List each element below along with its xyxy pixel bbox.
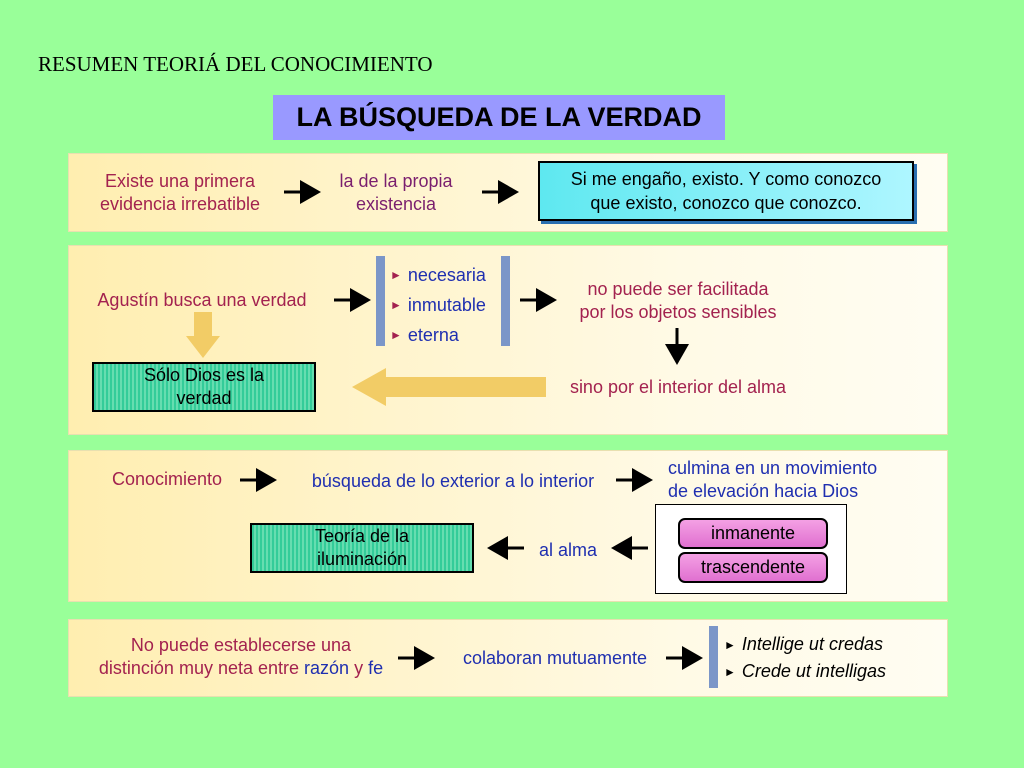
arrow-right (520, 288, 557, 312)
solo-dios-box: Sólo Dios es la verdad (92, 362, 316, 412)
verdad-attributes-list: ►necesaria ►inmutable ►eterna (390, 260, 505, 350)
pointer-icon: ► (390, 298, 402, 312)
trascendente-box: trascendente (678, 552, 828, 583)
arrow-left (487, 536, 524, 560)
maxim-bar (709, 626, 718, 688)
list-right-bar (501, 256, 510, 346)
page-heading: RESUMEN TEORIÁ DEL CONOCIMIENTO (38, 52, 433, 76)
pointer-icon: ► (724, 664, 736, 679)
list-item: ►necesaria (390, 264, 486, 285)
pointer-icon: ► (724, 637, 736, 652)
arrow-right (284, 180, 321, 204)
conocimiento-text: Conocimiento (111, 469, 223, 489)
culmina-text: culmina en un movimiento de elevación ha… (668, 458, 878, 501)
list-item: ►Crede ut intelligas (724, 661, 886, 681)
arrow-right (482, 180, 519, 204)
inmanente-box: inmanente (678, 518, 828, 549)
arrow-left (611, 536, 648, 560)
main-title: LA BÚSQUEDA DE LA VERDAD (273, 95, 725, 140)
panel-razon-fe (68, 619, 948, 697)
list-item: ►Intellige ut credas (724, 634, 883, 654)
razon-fe-text: No puede establecerse una distinción muy… (98, 635, 384, 678)
arrow-right (666, 646, 703, 670)
cogito-box: Si me engaño, existo. Y como conozco que… (538, 161, 914, 221)
colaboran-text: colaboran mutuamente (462, 648, 648, 668)
yellow-arrow-left (352, 368, 546, 406)
arrow-right (334, 288, 371, 312)
interior-alma-text: sino por el interior del alma (569, 377, 787, 397)
primera-evidencia-text: Existe una primera evidencia irrebatible (99, 171, 261, 214)
al-alma-text: al alma (538, 540, 598, 560)
arrow-right (240, 468, 277, 492)
no-facilitada-text: no puede ser facilitada por los objetos … (579, 279, 777, 322)
teoria-iluminacion-box: Teoría de la iluminación (250, 523, 474, 573)
arrow-right (398, 646, 435, 670)
busqueda-exterior-text: búsqueda de lo exterior a lo interior (311, 471, 595, 491)
yellow-arrow-down (186, 312, 220, 358)
agustin-busca-text: Agustín busca una verdad (97, 290, 307, 310)
arrow-right (616, 468, 653, 492)
list-item: ►eterna (390, 324, 459, 345)
list-item: ►inmutable (390, 294, 486, 315)
propia-existencia-text: la de la propia existencia (339, 171, 453, 214)
list-left-bar (376, 256, 385, 346)
pointer-icon: ► (390, 268, 402, 282)
maxims-list: ►Intellige ut credas ►Crede ut intelliga… (724, 631, 934, 685)
pointer-icon: ► (390, 328, 402, 342)
arrow-down (665, 328, 689, 365)
